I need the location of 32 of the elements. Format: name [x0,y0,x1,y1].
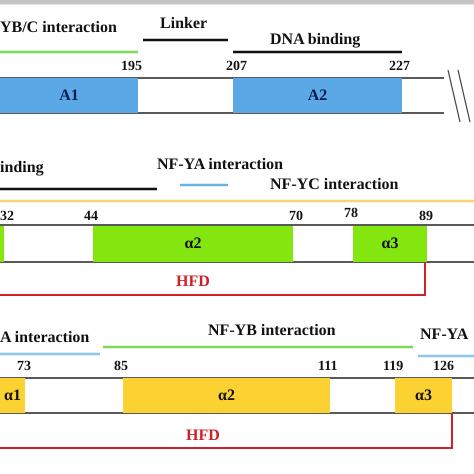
region-label: NF-YB interaction [208,323,336,339]
residue-number: 73 [17,360,31,374]
residue-number: 119 [383,360,404,374]
region-label: NF-YA [420,327,468,343]
region-label: A interaction [0,330,90,346]
domain-label: HFD [186,428,220,444]
helix-segment [0,226,4,262]
helix-segment: α2 [123,378,330,413]
helix-segment: α2 [93,226,293,262]
region-label: NF-YA interaction [157,157,284,173]
region-label: Linker [160,16,208,32]
residue-number: 111 [318,360,338,374]
helix-segment: α3 [395,378,452,413]
helix-segment: α3 [353,226,427,262]
residue-number: 70 [289,210,303,224]
helix-segment: A2 [233,78,402,113]
residue-number: 89 [419,210,433,224]
residue-number: 207 [226,60,247,74]
residue-number: 195 [121,60,142,74]
residue-number: 227 [389,60,410,74]
residue-number: 85 [114,360,128,374]
region-label: YB/C interaction [0,20,117,36]
residue-number: 32 [0,210,14,224]
helix-segment: A1 [0,78,138,113]
helix-segment: α1 [0,378,25,413]
domain-label: HFD [176,274,210,290]
residue-number: 126 [433,360,454,374]
residue-number: 44 [84,210,98,224]
residue-number: 78 [344,207,358,221]
region-label: inding [0,160,44,176]
region-label: DNA binding [270,32,360,48]
region-label: NF-YC interaction [270,177,398,193]
